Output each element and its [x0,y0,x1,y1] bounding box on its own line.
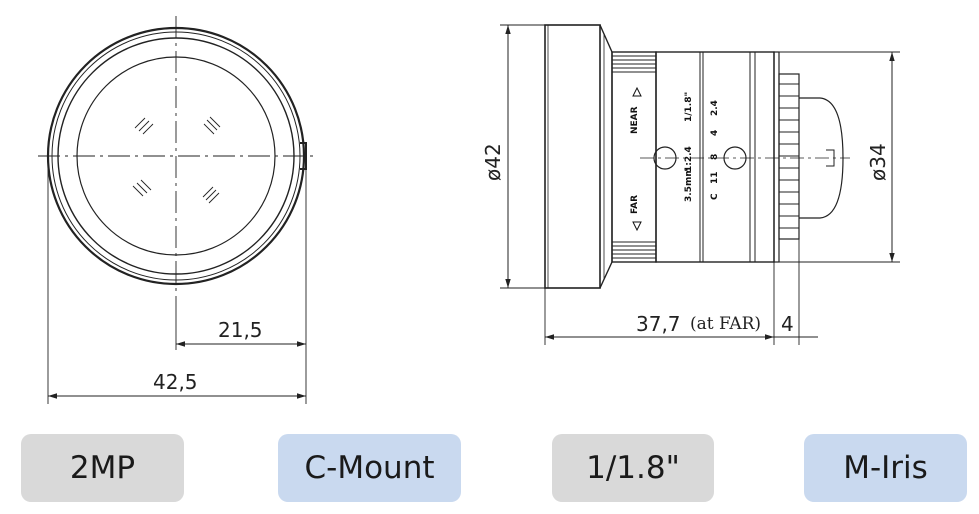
far-arrow-icon [632,221,642,232]
thread-lines [779,83,799,229]
c-mount-thread [778,73,800,240]
dim-label-front-diameter: ø42 [481,143,505,181]
rear-flange [773,51,780,263]
iris-mark-1: 2.4 [710,100,720,116]
badge-resolution: 2MP [21,434,184,502]
ring-label-far: FAR [630,195,640,214]
badge-sensor-format: 1/1.8" [552,434,714,502]
dim-label-inner: 21,5 [218,318,263,342]
engrave-aperture: 1:2.4 [684,146,694,172]
dim-label-flange: 4 [781,312,794,336]
iris-mark-4: 11 [710,171,720,184]
iris-mark-5: C [710,193,720,200]
ring-label-near: NEAR [630,106,640,134]
dim-label-length-note: (at FAR) [690,314,761,334]
badge-iris: M-Iris [804,434,967,502]
near-arrow-icon [632,86,642,97]
barrel-taper [599,24,613,289]
dim-label-rear-diameter: ø34 [866,143,890,181]
front-view [38,16,314,404]
engrave-format: 1/1.8" [684,92,694,122]
badge-mount: C-Mount [278,434,461,502]
iris-mark-3: 8 [710,154,720,160]
focus-ring-knurl [611,51,657,263]
dim-label-length: 37,7 [636,312,681,336]
front-barrel [544,24,601,289]
knurl-lines-bottom [612,241,656,259]
iris-mark-2: 4 [710,130,720,136]
knurl-lines-top [612,55,656,73]
side-view [500,24,900,345]
engrave-focal-length: 3.5mm [684,167,694,202]
glass-glare-marks [132,116,221,204]
front-tab [300,142,307,170]
dim-label-outer: 42,5 [153,370,198,394]
